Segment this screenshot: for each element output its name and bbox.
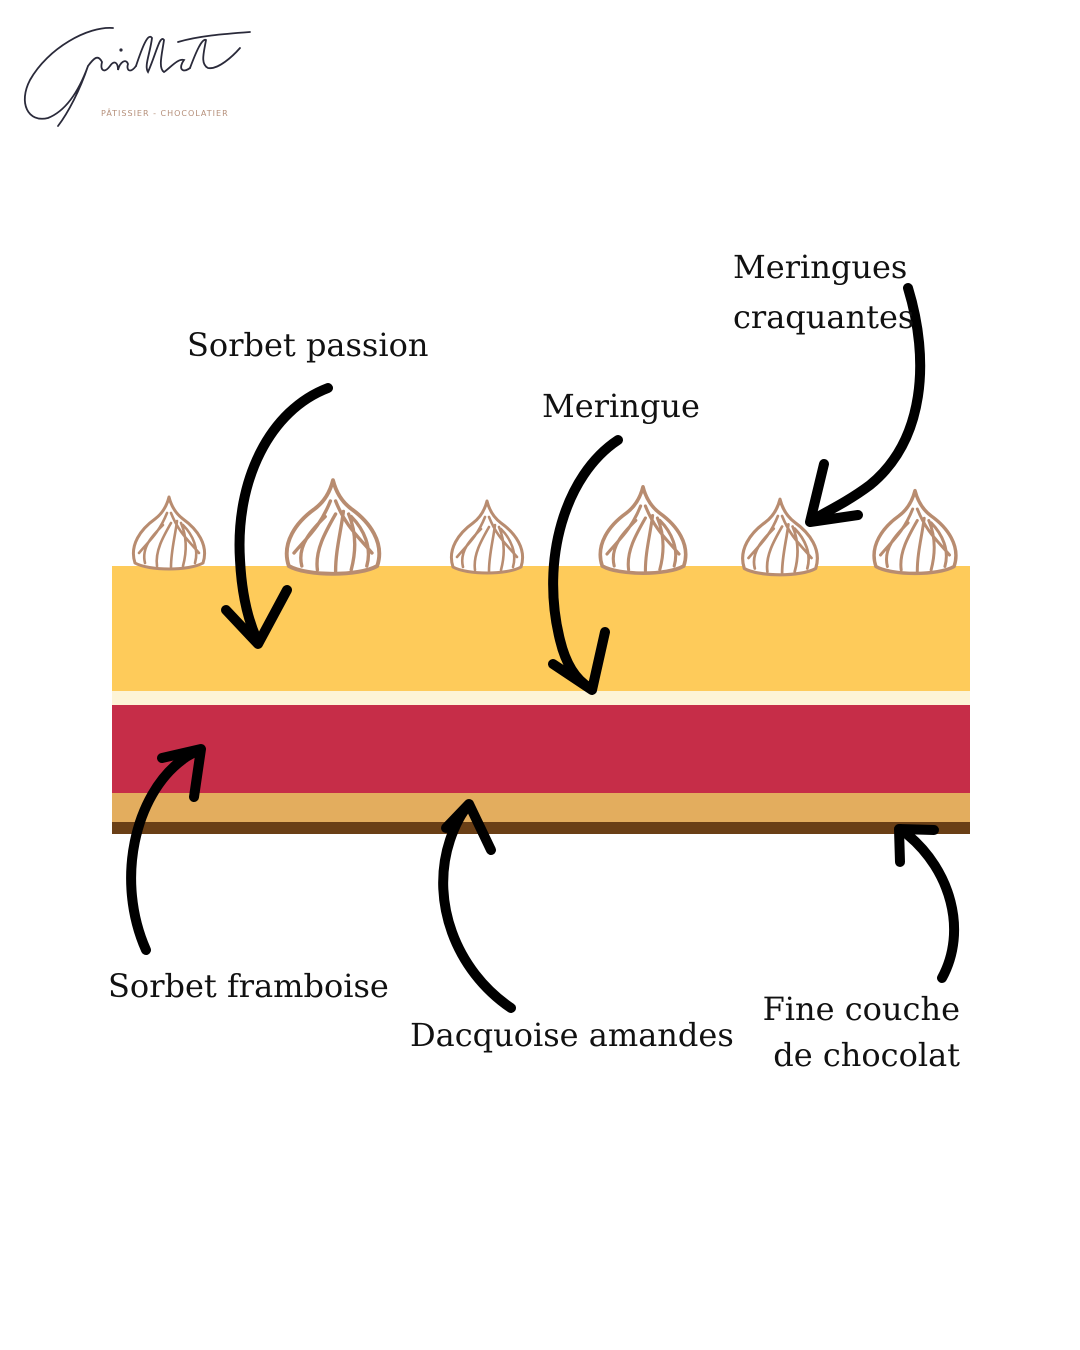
dacquoise-layer: [112, 793, 970, 822]
meringue-icon: [284, 478, 382, 576]
label-meringue: Meringue: [542, 387, 700, 425]
meringue-icon: [131, 495, 207, 571]
brand-tagline: PÂTISSIER - CHOCOLATIER: [101, 109, 229, 118]
label-meringues-craquantes-line2: craquantes: [733, 298, 915, 336]
arrow-icon-chocolat: [894, 824, 959, 983]
meringue-icon: [598, 484, 688, 576]
label-fine-couche-line1: Fine couche: [762, 990, 960, 1028]
meringue-layer: [112, 691, 970, 705]
signature-logo-icon: [23, 27, 251, 127]
label-meringues-craquantes-line1: Meringues: [733, 248, 908, 286]
arrow-icon-meringue: [548, 435, 623, 695]
sorbet-framboise-layer: [112, 705, 970, 793]
meringue-icon: [741, 497, 819, 577]
arrow-icon-sorbet-passion: [221, 383, 333, 649]
label-fine-couche-line2: de chocolat: [773, 1036, 960, 1074]
meringue-icon: [449, 499, 525, 575]
arrow-icon-sorbet-framboise: [126, 744, 206, 955]
label-dacquoise-amandes: Dacquoise amandes: [410, 1016, 734, 1054]
chocolat-layer: [112, 822, 970, 834]
arrow-icon-meringues-craquantes: [805, 283, 926, 527]
label-sorbet-passion: Sorbet passion: [187, 326, 429, 364]
meringue-icon: [872, 488, 958, 576]
brand-logo: [18, 18, 258, 128]
arrow-icon-dacquoise: [438, 799, 516, 1013]
label-sorbet-framboise: Sorbet framboise: [108, 967, 389, 1005]
